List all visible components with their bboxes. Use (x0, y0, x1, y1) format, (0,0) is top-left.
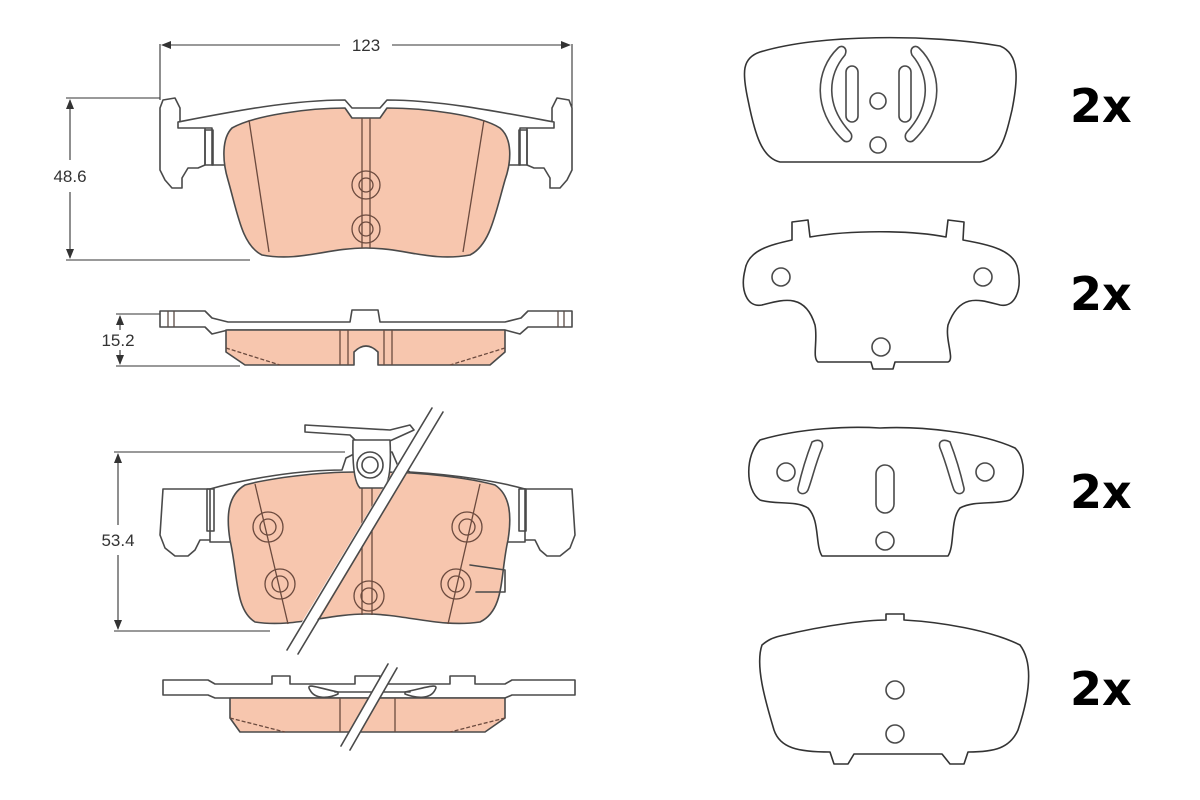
cross-out-mark (286, 406, 444, 655)
dimension-front-thickness: 15.2 (101, 313, 240, 367)
shim-1-quantity: 2x (1070, 79, 1132, 133)
shim-3-quantity: 2x (1070, 465, 1132, 519)
dimension-rear-height: 53.4 (101, 451, 345, 632)
pad-b-front-view (159, 406, 576, 655)
dimension-front-thickness-label: 15.2 (101, 331, 134, 350)
shim-4-quantity: 2x (1070, 662, 1132, 716)
shim-type-3 (748, 426, 1025, 557)
pad-a-side-view (159, 309, 573, 366)
dimension-front-height: 48.6 (53, 97, 250, 261)
shim-type-2 (742, 219, 1020, 370)
dimension-width-label: 123 (352, 36, 380, 55)
dimension-width: 123 (159, 36, 573, 108)
dimension-front-height-label: 48.6 (53, 167, 86, 186)
pad-b-side-view (162, 663, 576, 751)
shim-type-4 (758, 613, 1030, 765)
pad-a-front-view (159, 97, 573, 258)
dimension-rear-height-label: 53.4 (101, 531, 134, 550)
shim-2-quantity: 2x (1070, 267, 1132, 321)
shim-type-1 (743, 36, 1017, 163)
